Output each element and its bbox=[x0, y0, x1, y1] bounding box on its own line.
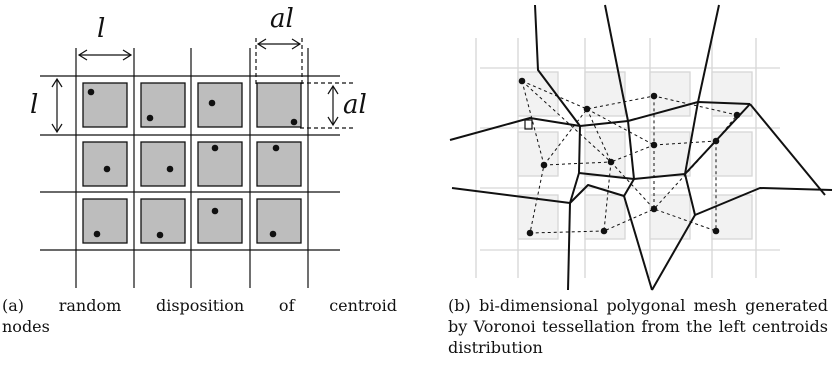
dimension-horizontal-al bbox=[255, 38, 303, 84]
label-side-l: l bbox=[30, 90, 38, 120]
voronoi-centroid-dot bbox=[583, 105, 591, 113]
centroid-dot bbox=[211, 144, 219, 152]
centroid-dot bbox=[272, 144, 280, 152]
caption-figure-a-line2: nodes bbox=[2, 317, 50, 336]
label-marker bbox=[524, 119, 533, 130]
voronoi-centroid-dot bbox=[607, 158, 615, 166]
caption-figure-b: (b) bi-dimensional polygonal mesh genera… bbox=[448, 296, 828, 357]
voronoi-centroid-dot bbox=[540, 161, 548, 169]
centroid-dot bbox=[208, 99, 216, 107]
cell-square bbox=[197, 141, 243, 187]
voronoi-centroid-dot bbox=[712, 227, 720, 235]
light-cell bbox=[517, 131, 559, 177]
centroid-dot bbox=[146, 114, 154, 122]
dimension-horizontal-l bbox=[77, 49, 133, 61]
centroid-dot bbox=[211, 207, 219, 215]
cell-square bbox=[197, 198, 243, 244]
light-cell bbox=[584, 71, 626, 117]
light-cell bbox=[584, 131, 626, 177]
voronoi-centroid-dot bbox=[733, 111, 741, 119]
cell-square bbox=[82, 198, 128, 244]
voronoi-centroids bbox=[518, 77, 741, 237]
centroid-dot bbox=[103, 165, 111, 173]
light-cell bbox=[649, 194, 691, 240]
voronoi-centroid-dot bbox=[650, 92, 658, 100]
figure-b-voronoi-mesh bbox=[449, 4, 833, 291]
cell-square bbox=[82, 141, 128, 187]
cell-square bbox=[140, 141, 186, 187]
label-inner-height-al: al bbox=[343, 90, 367, 120]
label-spacing-l: l bbox=[97, 14, 105, 44]
caption-figure-a: (a) random disposition of centroid nodes bbox=[2, 295, 397, 337]
caption-figure-a-line1: (a) random disposition of centroid bbox=[2, 296, 397, 315]
voronoi-centroid-dot bbox=[526, 229, 534, 237]
cells bbox=[82, 82, 302, 244]
voronoi-edges bbox=[449, 4, 833, 291]
light-cell bbox=[517, 194, 559, 240]
cell-square bbox=[140, 198, 186, 244]
light-cells bbox=[517, 71, 753, 240]
cell-square bbox=[140, 82, 186, 128]
voronoi-centroid-dot bbox=[650, 205, 658, 213]
centroid-dot bbox=[166, 165, 174, 173]
centroid-dot bbox=[269, 230, 277, 238]
dimension-vertical-l bbox=[51, 77, 63, 134]
voronoi-centroid-dot bbox=[600, 227, 608, 235]
cell-square bbox=[197, 82, 243, 128]
grid-lines bbox=[40, 48, 340, 288]
centroid-dot bbox=[87, 88, 95, 96]
label-inner-width-al: al bbox=[270, 4, 294, 34]
light-cell bbox=[649, 131, 691, 177]
centroid-dot bbox=[156, 231, 164, 239]
centroid-dot bbox=[93, 230, 101, 238]
figure-a-centroid-grid: l l al al bbox=[30, 4, 367, 288]
cell-square bbox=[256, 198, 302, 244]
dimension-vertical-al bbox=[300, 82, 356, 129]
voronoi-centroid-dot bbox=[712, 137, 720, 145]
voronoi-centroid-dot bbox=[650, 141, 658, 149]
voronoi-centroid-dot bbox=[518, 77, 526, 85]
centroid-dot bbox=[290, 118, 298, 126]
centroids bbox=[87, 88, 298, 239]
